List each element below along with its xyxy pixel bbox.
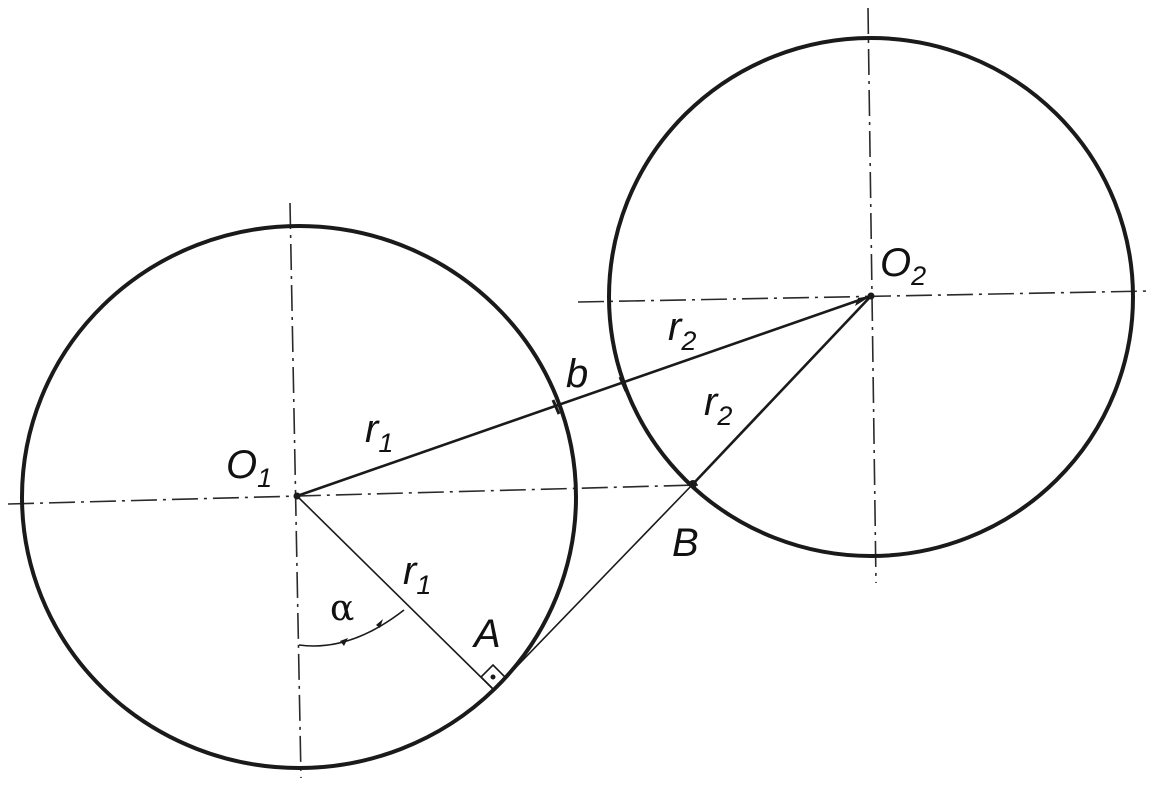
angle-arc-arrow-2 (376, 619, 383, 628)
angle-alpha-arc (298, 609, 405, 647)
angle-arc-arrow-1 (340, 638, 348, 646)
point-b (689, 480, 697, 488)
circle2-horizontal-centerline (577, 290, 1151, 303)
circle1-vertical-centerline (289, 202, 302, 779)
radius-b-o2 (692, 295, 872, 485)
segment-o1-o2 (296, 294, 872, 498)
arrowhead-o2 (855, 296, 871, 306)
label-a: A (472, 612, 501, 656)
tick-circle2-intersection (618, 376, 628, 392)
label-b: b (566, 352, 588, 396)
label-b-point: B (672, 521, 699, 565)
label-r2-lower: r2 (704, 380, 732, 431)
tangent-a-b (493, 483, 694, 691)
point-o1 (293, 492, 301, 500)
label-r1-lower: r1 (403, 549, 431, 600)
label-o2: O2 (880, 241, 926, 291)
right-angle-dot (490, 674, 496, 680)
circle-1 (20, 224, 578, 770)
tick-circle1-intersection (551, 399, 561, 415)
radius-o1-a (296, 495, 495, 691)
point-o2 (867, 292, 875, 300)
circle1-horizontal-centerline (7, 484, 699, 505)
label-o1: O1 (226, 443, 272, 493)
label-r2-upper: r2 (668, 305, 696, 356)
label-alpha: α (330, 588, 354, 629)
circle-2 (607, 36, 1135, 558)
label-r1-upper: r1 (365, 407, 393, 458)
right-angle-marker (479, 663, 508, 692)
